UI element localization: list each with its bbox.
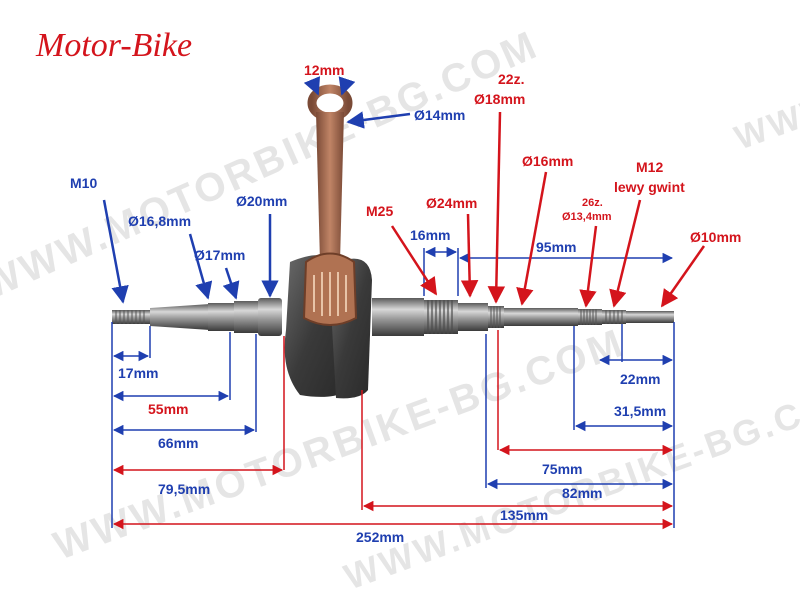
brand-title: Motor-Bike: [35, 27, 192, 64]
leader-d16-8: [188, 233, 213, 300]
journal-24: [458, 303, 488, 331]
label-d16: Ø16mm: [522, 153, 573, 169]
leader-m10: [102, 199, 129, 304]
label-d24: Ø24mm: [426, 195, 477, 211]
red-dimension-lines: [112, 330, 674, 530]
label-rod-width: 12mm: [304, 62, 344, 78]
dim-55: 55mm: [148, 401, 188, 417]
dimension-lines: [111, 246, 675, 528]
leader-d14: [346, 111, 411, 129]
label-d17: Ø17mm: [194, 247, 245, 263]
dim-22: 22mm: [620, 371, 660, 387]
label-d18: Ø18mm: [474, 91, 525, 107]
taper: [150, 304, 210, 330]
m25-thread: [424, 300, 458, 334]
label-m10: M10: [70, 175, 97, 191]
leader-spline-26: [579, 225, 598, 308]
blue-leaders: [102, 76, 411, 304]
dim-16: 16mm: [410, 227, 450, 243]
red-leaders: [390, 111, 706, 308]
rod-shank: [316, 112, 344, 262]
right-shoulder: [372, 298, 424, 336]
journal-17: [208, 303, 236, 331]
leader-spline-22: [487, 111, 506, 304]
label-teeth-22: 22z.: [498, 71, 524, 87]
dim-135: 135mm: [500, 507, 548, 523]
dim-252: 252mm: [356, 529, 404, 545]
label-lewy-gwint: lewy gwint: [614, 179, 685, 195]
leader-d17: [222, 267, 240, 300]
label-d10: Ø10mm: [690, 229, 741, 245]
journal-shoulder: [258, 298, 282, 336]
dim-66: 66mm: [158, 435, 198, 451]
label-d16-8: Ø16,8mm: [128, 213, 191, 229]
leader-d10: [660, 245, 706, 308]
label-teeth-26: 26z.: [582, 197, 603, 209]
label-d14: Ø14mm: [414, 107, 465, 123]
watermark-text: WWW.MOTORBIKE-BG.COM: [730, 0, 800, 158]
watermark-text: WWW.MOTORBIKE-BG.COM: [0, 23, 545, 309]
leader-m25: [390, 225, 438, 296]
labels: M10 Ø16,8mm Ø17mm Ø20mm 12mm Ø14mm 22z. …: [70, 62, 741, 545]
crankshaft: [112, 84, 674, 399]
leader-rod-width-right: [338, 76, 356, 96]
dim-82: 82mm: [562, 485, 602, 501]
journal-16: [504, 308, 578, 326]
leader-rod-width-left: [303, 76, 321, 96]
label-m25: M25: [366, 203, 393, 219]
label-m12: M12: [636, 159, 663, 175]
dim-95: 95mm: [536, 239, 576, 255]
spline-22: [488, 306, 504, 328]
label-d13-4: Ø13,4mm: [562, 211, 612, 223]
end-10: [626, 311, 674, 323]
leader-d24: [460, 213, 479, 298]
leader-d16: [516, 171, 548, 306]
dim-79-5: 79,5mm: [158, 481, 210, 497]
journal-20: [234, 301, 262, 333]
dim-17: 17mm: [118, 365, 158, 381]
dim-31-5: 31,5mm: [614, 403, 666, 419]
dim-75: 75mm: [542, 461, 582, 477]
label-d20: Ø20mm: [236, 193, 287, 209]
leader-m12: [609, 199, 642, 308]
